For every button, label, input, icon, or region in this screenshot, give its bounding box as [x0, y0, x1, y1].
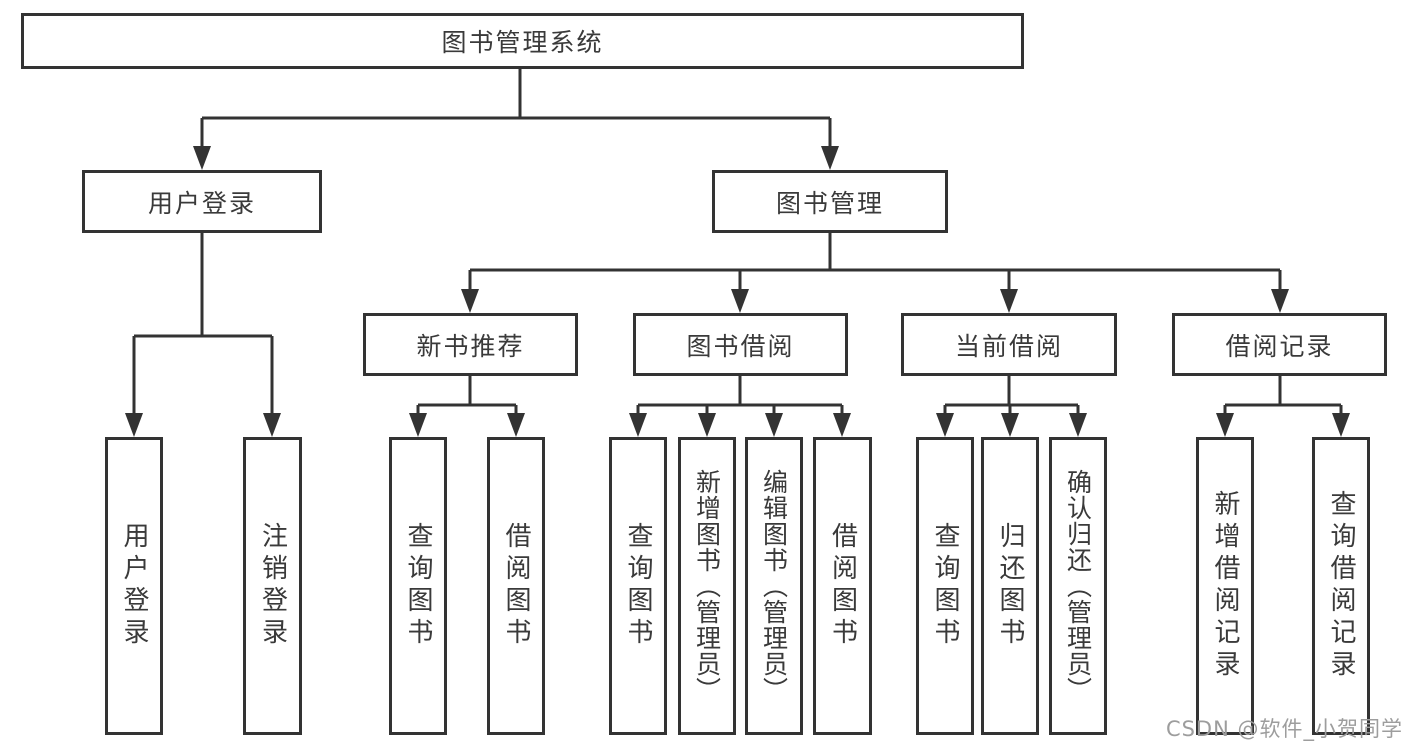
- leaf-recommend-borrow-book: 借阅图书: [487, 437, 545, 735]
- arrowheads: [125, 146, 1350, 437]
- leaf-add-borrow-record: 新增借阅记录: [1196, 437, 1254, 735]
- node-book-borrowing: 图书借阅: [633, 313, 848, 376]
- leaf-logout-label: 注销登录: [257, 522, 288, 650]
- node-book-borrowing-label: 图书借阅: [686, 331, 795, 361]
- node-user-login-label: 用户登录: [147, 188, 256, 218]
- leaf-confirm-return-admin: 确认归还（管理员）: [1049, 437, 1107, 735]
- node-borrow-records-label: 借阅记录: [1225, 331, 1334, 361]
- node-root-system: 图书管理系统: [21, 13, 1024, 69]
- csdn-watermark: CSDN @软件_小贺同学: [1165, 717, 1403, 741]
- node-new-book-recommend: 新书推荐: [363, 313, 578, 376]
- node-current-borrowing: 当前借阅: [901, 313, 1117, 376]
- leaf-borrowing-borrow-book-label: 借阅图书: [827, 522, 858, 650]
- leaf-borrowing-query-book-label: 查询图书: [623, 522, 653, 650]
- leaf-recommend-query-book-label: 查询图书: [403, 522, 433, 650]
- leaf-recommend-borrow-book-label: 借阅图书: [501, 522, 531, 650]
- leaf-borrowing-query-book: 查询图书: [609, 437, 667, 735]
- leaf-user-login-label: 用户登录: [119, 522, 149, 650]
- node-new-book-recommend-label: 新书推荐: [416, 331, 525, 361]
- node-user-login: 用户登录: [82, 170, 322, 233]
- leaf-return-book: 归还图书: [981, 437, 1039, 735]
- leaf-recommend-query-book: 查询图书: [389, 437, 447, 735]
- node-book-management-label: 图书管理: [775, 188, 884, 218]
- leaf-user-login: 用户登录: [105, 437, 163, 735]
- node-borrow-records: 借阅记录: [1172, 313, 1387, 376]
- node-root-label: 图书管理系统: [441, 28, 604, 57]
- leaf-add-book-admin-label: 新增图书（管理员）: [692, 469, 722, 703]
- leaf-query-borrow-record: 查询借阅记录: [1312, 437, 1370, 735]
- node-current-borrowing-label: 当前借阅: [954, 331, 1063, 361]
- leaf-confirm-return-admin-label: 确认归还（管理员）: [1063, 469, 1093, 703]
- leaf-current-query-book: 查询图书: [916, 437, 974, 735]
- leaf-query-borrow-record-label: 查询借阅记录: [1326, 490, 1356, 682]
- leaf-return-book-label: 归还图书: [995, 522, 1025, 650]
- leaf-edit-book-admin: 编辑图书（管理员）: [745, 437, 803, 735]
- leaf-current-query-book-label: 查询图书: [930, 522, 960, 650]
- leaf-add-borrow-record-label: 新增借阅记录: [1210, 490, 1240, 682]
- leaf-edit-book-admin-label: 编辑图书（管理员）: [759, 469, 789, 703]
- edge-strokes: [132, 69, 1343, 416]
- leaf-logout: 注销登录: [243, 437, 302, 735]
- leaf-borrowing-borrow-book: 借阅图书: [813, 437, 872, 735]
- node-book-management: 图书管理: [712, 170, 948, 233]
- leaf-add-book-admin: 新增图书（管理员）: [678, 437, 736, 735]
